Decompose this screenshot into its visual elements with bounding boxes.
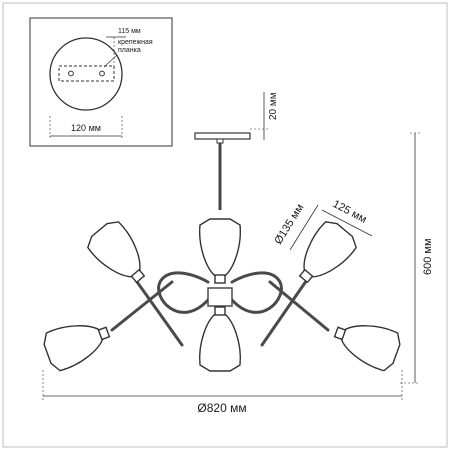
canopy-inset: 115 мм крепежная планка 120 мм xyxy=(29,17,173,147)
shade-lower-left xyxy=(43,325,111,372)
arm-left-cross-b xyxy=(110,280,174,332)
plate-note-line2: планка xyxy=(118,47,141,54)
shade-diameter-label: Ø135 мм xyxy=(272,202,306,247)
canopy-height-label: 20 мм xyxy=(268,92,279,120)
right-loop-arm xyxy=(230,271,283,314)
canopy-height-dim: 20 мм xyxy=(250,92,279,140)
total-height-dim: 600 мм xyxy=(400,132,434,384)
left-loop-arm xyxy=(157,271,210,314)
plate-note-leader xyxy=(103,54,118,68)
chandelier-canopy xyxy=(194,132,251,210)
mounting-plate xyxy=(58,65,115,82)
shades xyxy=(43,218,401,372)
total-diameter-dim: Ø820 мм xyxy=(42,370,403,415)
canopy-collar xyxy=(216,138,224,144)
shade-upper-right xyxy=(298,221,357,284)
plate-width-label: 115 мм xyxy=(118,28,141,35)
mounting-hole-right xyxy=(99,70,105,77)
base-diameter-label: 120 мм xyxy=(71,123,101,133)
total-height-label: 600 мм xyxy=(422,238,434,275)
central-hub xyxy=(207,287,233,307)
shade-height-dim-line xyxy=(321,209,373,237)
total-diameter-label: Ø820 мм xyxy=(197,401,246,415)
mounting-hole-left xyxy=(68,70,74,77)
shade-top-center xyxy=(198,218,242,284)
arm-right-cross-b xyxy=(268,280,330,332)
shade-bottom-center xyxy=(198,306,242,372)
canopy-plate xyxy=(194,132,251,140)
shade-height-label: 125 мм xyxy=(331,198,369,226)
shade-lower-right xyxy=(333,325,401,372)
shade-upper-left xyxy=(87,221,146,284)
shade-diameter-dim-line xyxy=(289,204,319,251)
plate-note-line1: крепежная xyxy=(118,39,153,46)
canopy-disc xyxy=(49,37,123,111)
